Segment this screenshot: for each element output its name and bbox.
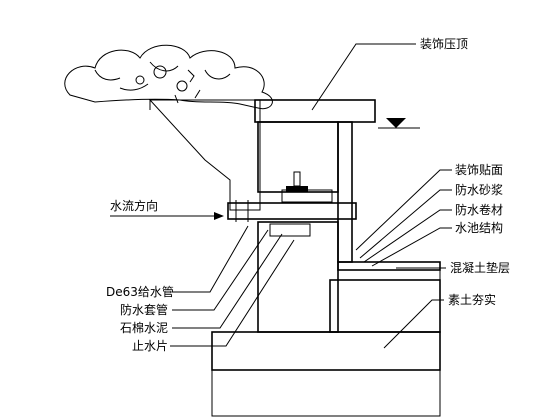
water-level-marker (378, 118, 420, 129)
pool-slab (329, 279, 441, 333)
label-water-stop: 止水片 (132, 339, 168, 353)
label-concrete-cushion: 混凝土垫层 (450, 260, 510, 275)
concrete-cushion (211, 331, 441, 371)
shrub-icon (64, 44, 273, 110)
ground-slope (148, 99, 261, 211)
decorative-coping (254, 99, 376, 123)
flow-direction-arrow (110, 212, 224, 220)
floor-finish (337, 261, 441, 271)
label-sleeve: 防水套管 (120, 302, 168, 317)
supply-pipe (227, 202, 357, 220)
compacted-soil (211, 369, 441, 417)
label-water-flow: 水流方向 (110, 198, 158, 213)
pool-wall-upper (257, 121, 339, 193)
label-waterproof-mortar: 防水砂浆 (455, 182, 503, 197)
label-top-coping: 装饰压顶 (420, 37, 468, 51)
label-waterproof-membrane: 防水卷材 (455, 202, 503, 217)
label-supply-pipe: De63给水管 (106, 284, 174, 299)
label-pool-structure: 水池结构 (455, 220, 503, 235)
label-compacted-soil: 素土夯实 (448, 292, 496, 307)
wall-facing (337, 121, 353, 263)
label-decor-facing: 装饰贴面 (455, 163, 503, 177)
label-asbestos-cement: 石棉水泥 (120, 321, 168, 335)
water-stop-plate (286, 186, 308, 192)
leader-lines-left (170, 225, 295, 347)
leader-lines-right (311, 43, 452, 349)
waterproof-mortar-layer (337, 269, 441, 281)
